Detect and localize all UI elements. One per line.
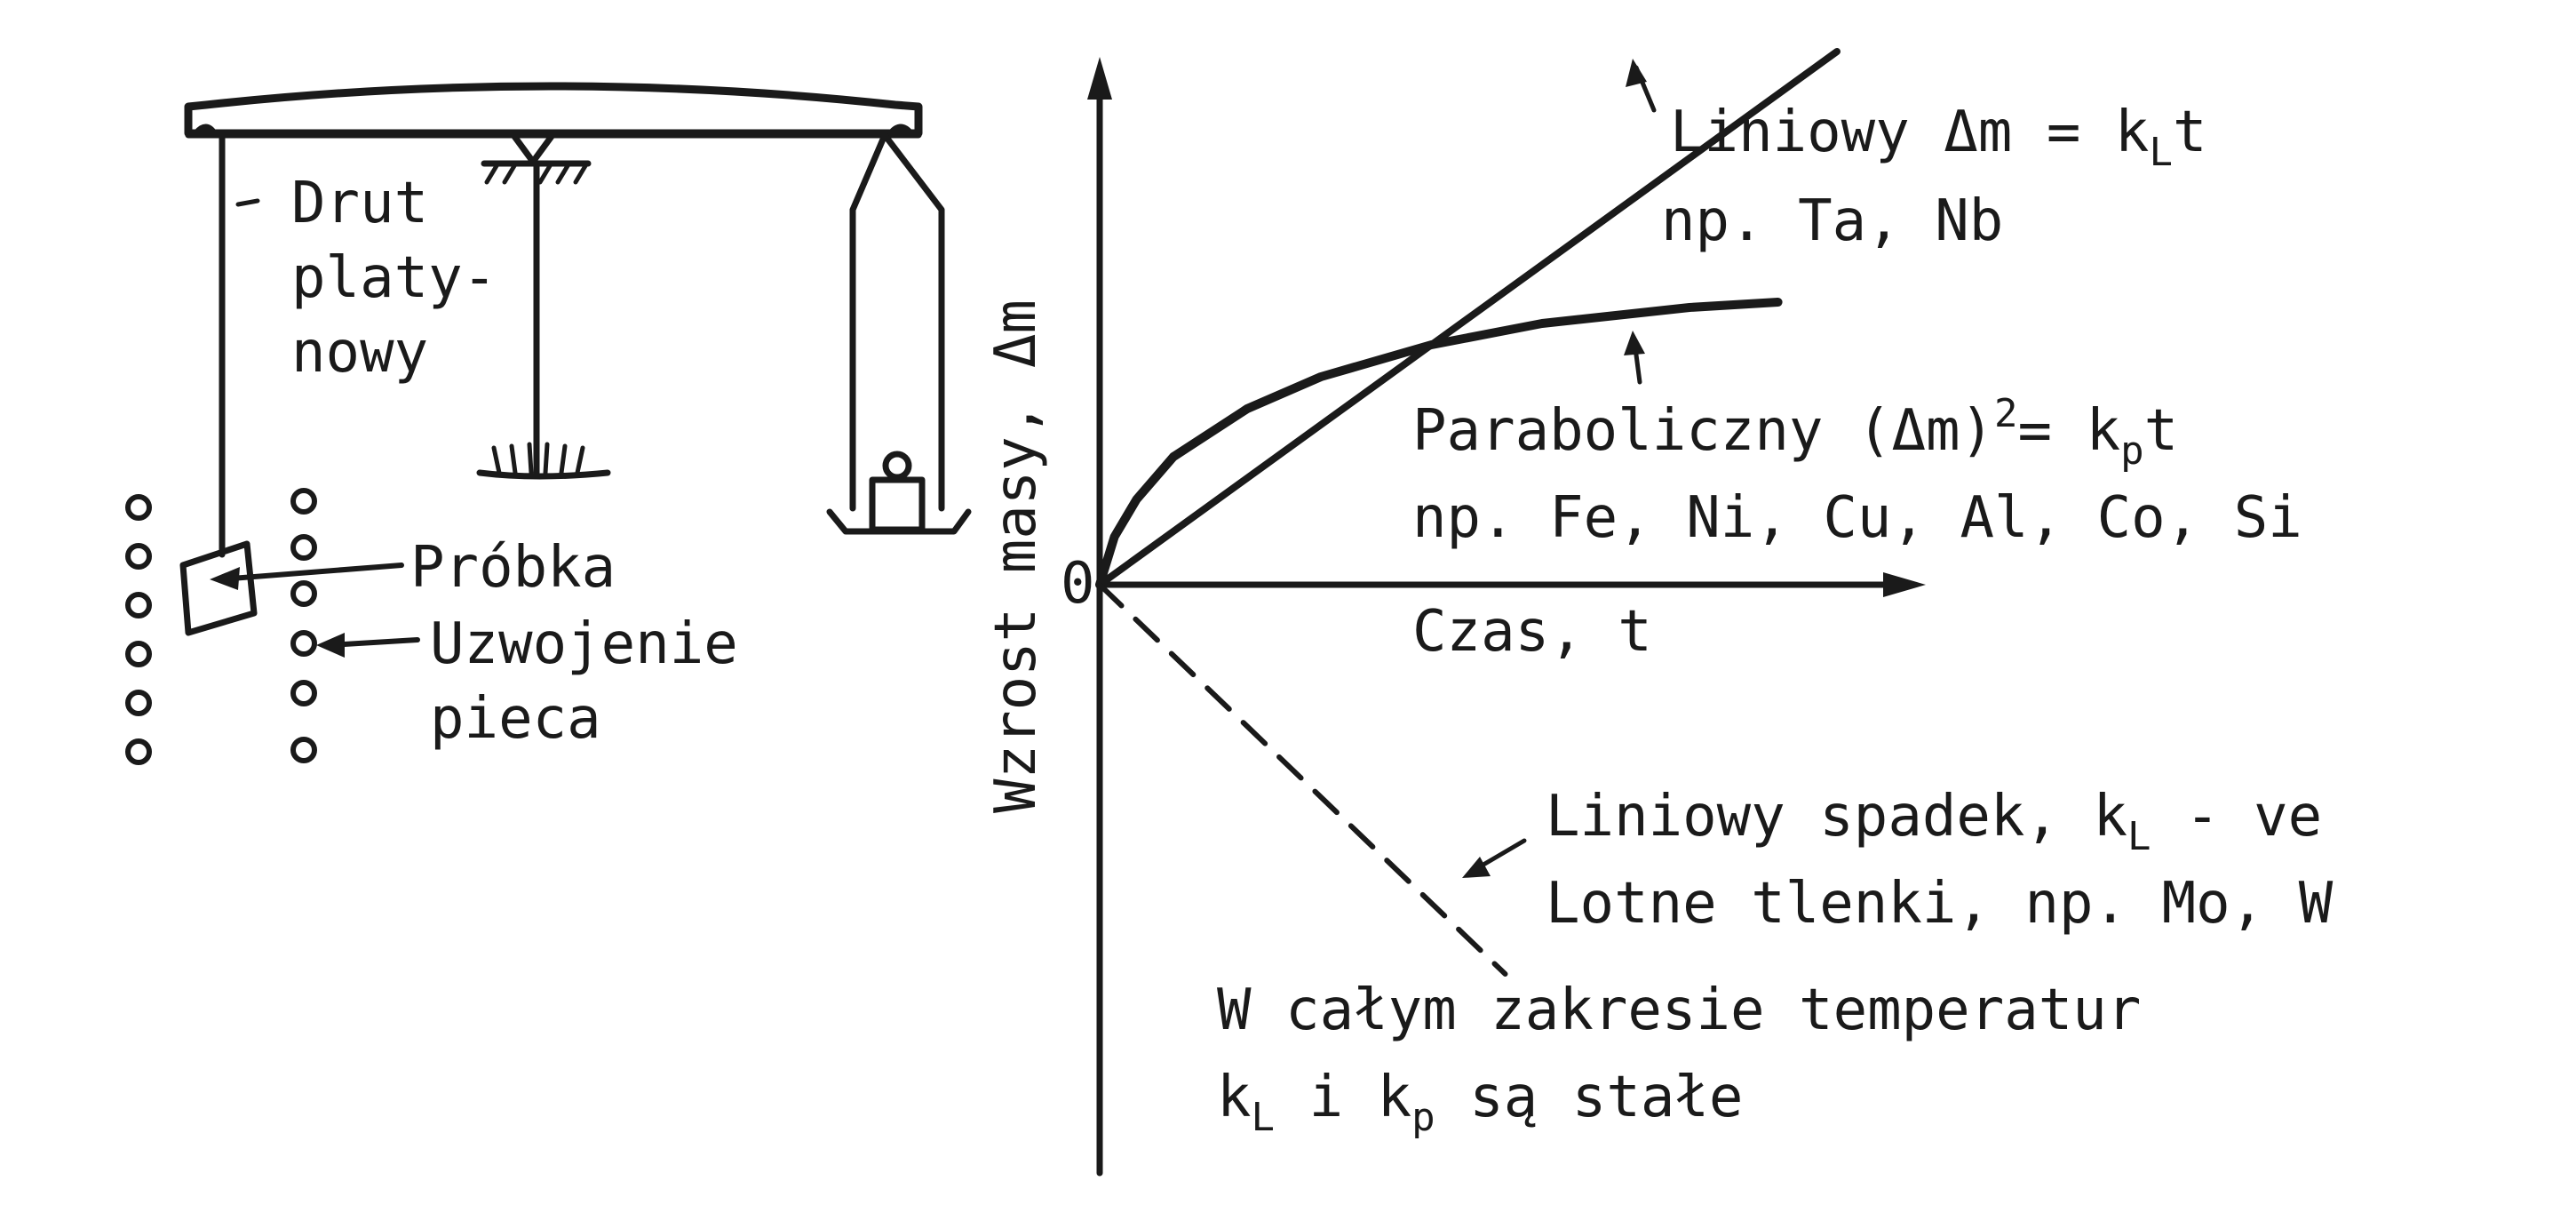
parabolic-growth-curve <box>1095 298 1783 589</box>
thermobalance-apparatus: Drut platy- nowy Próbka Uzwojenie pieca <box>125 82 972 765</box>
wire-leader <box>235 198 260 207</box>
sample <box>179 540 258 636</box>
counterweight <box>869 476 926 533</box>
coil-arrowhead <box>316 633 345 658</box>
sample-label: Próbka <box>410 535 616 601</box>
pan-hanger <box>849 132 945 512</box>
parabolic-formula: Paraboliczny (Δm)2= kpt <box>1412 391 2178 474</box>
stand-base <box>476 469 611 480</box>
linear-examples: np. Ta, Nb <box>1661 188 2003 254</box>
decline-formula: Liniowy spadek, kL - ve <box>1546 784 2322 859</box>
wire-label-line2: platy- <box>291 245 497 311</box>
furnace-coil-right <box>290 488 317 763</box>
y-axis-label: Wzrost masy, Δm <box>983 299 1049 813</box>
coil-label-line1: Uzwojenie <box>430 611 738 677</box>
fulcrum-hatching <box>484 162 589 185</box>
y-axis-arrowhead <box>1087 57 1112 100</box>
fulcrum <box>510 132 556 165</box>
origin-label: 0 <box>1061 551 1095 617</box>
note-line2: kL i kp są stałe <box>1217 1065 1743 1140</box>
balance-beam <box>184 82 923 138</box>
decline-leader-arrowhead <box>1462 857 1491 878</box>
decline-examples: Lotne tlenki, np. Mo, W <box>1546 871 2334 937</box>
linear-growth-line <box>1096 48 1841 588</box>
mass-gain-graph: 0 Wzrost masy, Δm Czas, t Liniowy Δm = k… <box>983 48 2334 1177</box>
parabolic-leader-arrowhead <box>1624 331 1645 355</box>
counterweight-knob <box>882 451 912 481</box>
x-axis-arrowhead <box>1883 572 1926 597</box>
wire-label-line3: nowy <box>291 320 428 386</box>
linear-formula: Liniowy Δm = kLt <box>1670 100 2206 175</box>
linear-decline-line <box>1097 582 1508 977</box>
x-axis-label: Czas, t <box>1412 599 1652 665</box>
note-line1: W całym zakresie temperatur <box>1217 978 2141 1043</box>
stand-base-hatching <box>491 442 585 475</box>
sample-arrowhead <box>210 567 240 590</box>
linear-leader-arrowhead <box>1626 59 1647 87</box>
coil-label-line2: pieca <box>430 686 601 752</box>
sample-leader <box>218 563 404 582</box>
wire-label-line1: Drut <box>291 171 428 236</box>
parabolic-examples: np. Fe, Ni, Cu, Al, Co, Si <box>1412 485 2302 551</box>
furnace-coil-left <box>125 494 152 765</box>
